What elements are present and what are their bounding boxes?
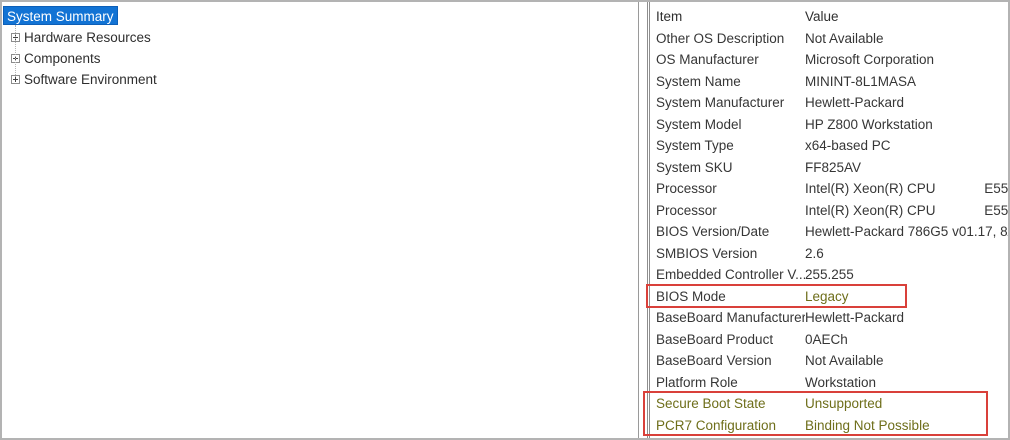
table-row[interactable]: BaseBoard Manufacturer Hewlett-Packard [650,307,1008,329]
table-header-row: Item Value [650,6,1008,28]
value-cell: 0AECh [805,331,848,347]
value-cell: Unsupported [805,396,883,411]
item-cell: System SKU [656,159,733,175]
item-cell: BaseBoard Product [656,331,774,347]
item-cell: BaseBoard Version [656,353,772,368]
item-cell: Processor [656,202,717,218]
table-row[interactable]: System Manufacturer Hewlett-Packard [650,92,1008,114]
table-row[interactable]: System Name MININT-8L1MASA [650,71,1008,93]
value-cell: Binding Not Possible [805,417,930,433]
table-row[interactable]: BIOS Version/Date Hewlett-Packard 786G5 … [650,221,1010,243]
table-row[interactable]: OS Manufacturer Microsoft Corporation [650,49,1008,71]
table-row[interactable]: Other OS Description Not Available [650,28,1008,50]
selected-tree-item-label: System Summary [3,6,118,25]
column-header-value[interactable]: Value [805,9,839,24]
table-row[interactable]: BIOS Mode Legacy [650,286,1008,308]
item-cell: Other OS Description [656,30,785,46]
item-cell: BIOS Mode [656,288,726,304]
item-cell: Secure Boot State [656,396,766,411]
tree-item-hardware-resources[interactable]: Hardware Resources [2,27,638,48]
detail-panel: Item Value Other OS Description Not Avai… [647,2,1010,438]
table-row[interactable]: Secure Boot State Unsupported [650,393,1008,415]
tree-item-label: Hardware Resources [24,30,151,45]
table-row[interactable]: Platform Role Workstation [650,372,1008,394]
item-cell: BIOS Version/Date [656,224,770,239]
table-row[interactable]: Embedded Controller V... 255.255 [650,264,1008,286]
value-cell: Microsoft Corporation [805,52,935,67]
value-cell: Not Available [805,30,884,46]
navigation-tree-panel: System Summary Hardware Resources Compon… [2,2,639,438]
value-cell: Hewlett-Packard 786G5 v01.17, 8/ [805,224,1010,239]
table-row[interactable]: BaseBoard Version Not Available [650,350,1008,372]
tree-item-software-environment[interactable]: Software Environment [2,69,638,90]
value-cell: MININT-8L1MASA [805,73,917,89]
tree-item-system-summary[interactable]: System Summary [2,6,638,27]
value-cell: x64-based PC [805,138,891,153]
value-cell: 255.255 [805,267,854,282]
item-cell: PCR7 Configuration [656,417,777,433]
value-cell: Hewlett-Packard [805,310,905,325]
item-cell: Platform Role [656,374,738,390]
tree-item-label: Components [24,51,101,66]
item-cell: System Type [656,138,734,153]
value-cell: Intel(R) Xeon(R) CPU E5506 [805,181,1010,196]
value-cell: Intel(R) Xeon(R) CPU E5506 [805,202,1010,218]
table-row[interactable]: Processor Intel(R) Xeon(R) CPU E5506 [650,178,1010,200]
value-cell: HP Z800 Workstation [805,116,933,132]
item-cell: System Manufacturer [656,95,785,110]
value-cell: Hewlett-Packard [805,95,905,110]
table-row[interactable]: System Model HP Z800 Workstation [650,114,1008,136]
value-cell: Workstation [805,374,877,390]
value-cell: FF825AV [805,159,862,175]
item-cell: Processor [656,181,717,196]
item-cell: System Name [656,73,741,89]
tree-connector-line [15,25,16,77]
table-row[interactable]: Processor Intel(R) Xeon(R) CPU E5506 [650,200,1010,222]
item-cell: OS Manufacturer [656,52,759,67]
item-cell: System Model [656,116,742,132]
value-cell: 2.6 [805,245,824,261]
item-cell: BaseBoard Manufacturer [656,310,805,325]
tree-item-components[interactable]: Components [2,48,638,69]
table-row[interactable]: System Type x64-based PC [650,135,1008,157]
item-cell: Embedded Controller V... [656,267,805,282]
tree-item-label: Software Environment [24,72,157,87]
table-row[interactable]: SMBIOS Version 2.6 [650,243,1008,265]
table-row[interactable]: System SKU FF825AV [650,157,1008,179]
table-row[interactable]: BaseBoard Product 0AECh [650,329,1008,351]
value-cell: Not Available [805,353,884,368]
value-cell: Legacy [805,288,849,304]
table-row[interactable]: PCR7 Configuration Binding Not Possible [650,415,1008,437]
item-cell: SMBIOS Version [656,245,758,261]
column-header-item[interactable]: Item [656,9,683,24]
